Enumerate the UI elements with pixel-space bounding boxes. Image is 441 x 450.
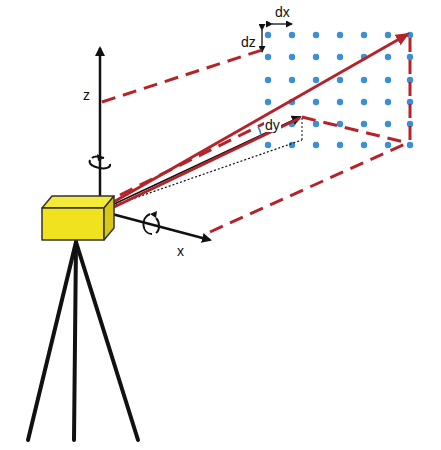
grid-point — [289, 54, 295, 60]
axis-label: dx — [274, 5, 291, 19]
grid-point — [337, 142, 343, 148]
z-axis — [99, 48, 102, 198]
beam-arrow — [110, 34, 408, 204]
grid-point — [289, 77, 295, 83]
grid-point — [289, 32, 295, 38]
grid-point — [313, 142, 319, 148]
grid-point — [385, 142, 391, 148]
axis-label: dy — [264, 118, 281, 132]
tripod — [28, 242, 138, 440]
scanner-box — [42, 196, 114, 240]
dz-arrow — [261, 30, 262, 52]
grid-point — [313, 77, 319, 83]
grid-point — [337, 32, 343, 38]
beam-arrow — [112, 117, 300, 205]
grid-point — [337, 121, 343, 127]
grid-point — [407, 142, 413, 148]
x-axis — [112, 214, 210, 240]
grid-point — [265, 32, 271, 38]
grid-point — [385, 32, 391, 38]
dx-arrow — [272, 23, 292, 24]
grid-point — [337, 77, 343, 83]
grid-point — [361, 77, 367, 83]
grid-point — [385, 77, 391, 83]
grid-point — [385, 121, 391, 127]
grid-point — [313, 54, 319, 60]
grid-point — [265, 54, 271, 60]
rotation-arrow — [143, 214, 159, 234]
grid-point — [361, 142, 367, 148]
beam-line — [112, 118, 300, 208]
axis-label: z — [82, 88, 91, 102]
grid-point — [385, 54, 391, 60]
grid-point — [337, 54, 343, 60]
axis-label: dz — [240, 35, 257, 49]
grid-point — [407, 54, 413, 60]
grid-point — [265, 77, 271, 83]
grid-point — [265, 142, 271, 148]
grid-point — [313, 32, 319, 38]
grid-point — [313, 99, 319, 105]
reference-line — [302, 118, 303, 140]
grid-point — [361, 121, 367, 127]
grid-point — [385, 99, 391, 105]
grid-point — [361, 32, 367, 38]
grid-point — [313, 121, 319, 127]
grid-point — [265, 99, 271, 105]
point-grid — [265, 32, 413, 148]
grid-point — [361, 99, 367, 105]
axis-label: x — [176, 244, 185, 258]
grid-point — [337, 99, 343, 105]
field-of-view — [102, 38, 410, 232]
